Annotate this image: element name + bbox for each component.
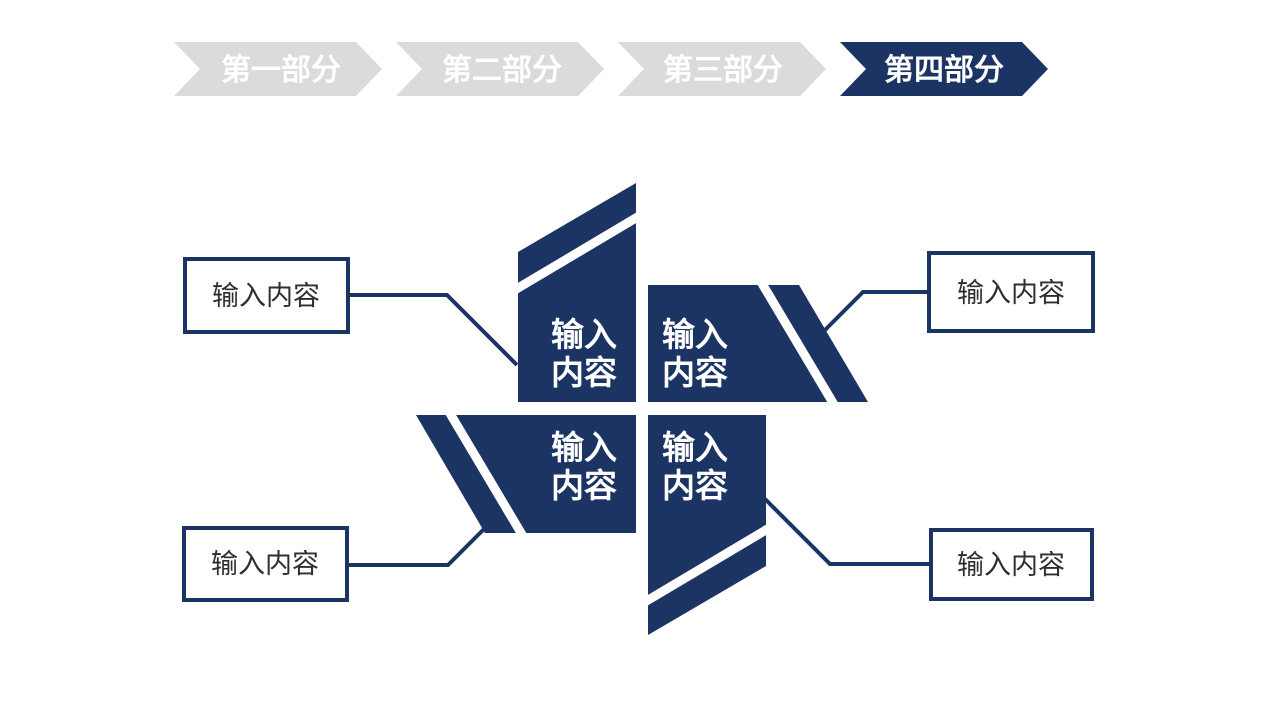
- blade-stripe-top-left: [500, 205, 654, 301]
- nav-chevron-part-1-label: 第一部分: [221, 53, 341, 87]
- callout-box-top-left[interactable]: [183, 257, 350, 334]
- nav-chevron-part-1[interactable]: [174, 42, 382, 96]
- nav-chevron-part-4[interactable]: [840, 42, 1048, 96]
- connector-top-right: [822, 290, 929, 333]
- section-nav: 第一部分 第二部分 第三部分 第四部分: [174, 42, 1048, 96]
- blade-bottom-left-line1: 输入: [551, 429, 617, 466]
- blade-stripe-top-right: [750, 267, 846, 421]
- pinwheel: 输入 内容 输入 内容 输入 内容 输入 内容: [416, 183, 868, 635]
- blade-stripe-bottom-right: [630, 517, 784, 613]
- blade-bottom-left-line2: 内容: [551, 467, 617, 504]
- connector-bottom-right: [762, 496, 931, 566]
- nav-chevron-part-2[interactable]: [396, 42, 604, 96]
- callout-box-bottom-right-label: 输入内容: [957, 550, 1065, 580]
- nav-chevron-part-3-label: 第三部分: [663, 53, 783, 87]
- nav-chevron-part-4-label: 第四部分: [884, 53, 1004, 87]
- callout-box-bottom-right[interactable]: [929, 528, 1094, 601]
- nav-chevron-part-2-label: 第二部分: [442, 53, 562, 87]
- blade-bottom-right-line1: 输入: [662, 429, 728, 466]
- callout-box-top-right-label: 输入内容: [957, 278, 1065, 308]
- blade-stripe-bottom-left: [438, 397, 534, 551]
- nav-chevron-part-3[interactable]: [618, 42, 826, 96]
- callout-box-bottom-left[interactable]: [182, 526, 349, 602]
- blade-top-left-line1: 输入: [551, 316, 617, 353]
- blade-bottom-right-line2: 内容: [662, 467, 728, 504]
- blade-top-right-line1: 输入: [662, 316, 728, 353]
- connector-bottom-left: [347, 526, 487, 567]
- connector-top-left: [348, 293, 519, 367]
- blade-top-right-line2: 内容: [662, 354, 728, 391]
- callout-boxes: 输入内容 输入内容 输入内容 输入内容: [182, 251, 1095, 602]
- blade-top-left-line2: 内容: [551, 354, 617, 391]
- callout-box-top-left-label: 输入内容: [212, 281, 320, 311]
- callout-box-top-right[interactable]: [927, 251, 1095, 333]
- callout-box-bottom-left-label: 输入内容: [211, 549, 319, 579]
